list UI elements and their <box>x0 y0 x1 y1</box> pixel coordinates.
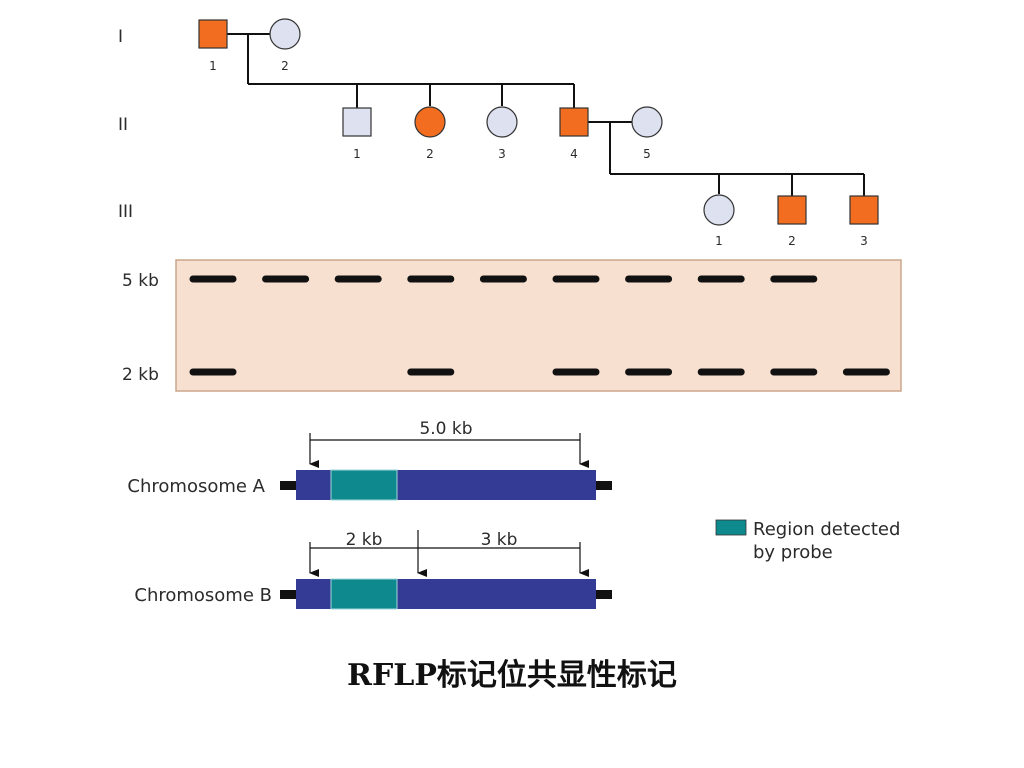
male-affected-ii4 <box>559 107 589 137</box>
pedigree-id-ii1: 1 <box>353 147 361 161</box>
chromosome-b-right-end <box>596 590 612 599</box>
pedigree: I II III 1 2 1 2 3 <box>118 18 879 248</box>
female-unaffected-ii3 <box>486 106 518 138</box>
pedigree-id-ii3: 3 <box>498 147 506 161</box>
generation-label-i: I <box>118 27 123 47</box>
pedigree-id-i2: 2 <box>281 59 289 73</box>
legend-line1: Region detected <box>753 519 900 540</box>
slide-title: RFLP标记位共显性标记 <box>347 658 677 693</box>
male-affected-iii3 <box>849 195 879 225</box>
band-label-2kb: 2 kb <box>122 365 159 385</box>
span-label-a: 5.0 kb <box>419 419 472 439</box>
chromosome-b-group: 2 kb 3 kb Chromosome B <box>134 530 612 610</box>
gel: 5 kb 2 kb <box>122 259 902 392</box>
chromosome-a-probe-region <box>330 469 398 501</box>
male-affected-i1 <box>198 19 228 49</box>
gel-bands <box>189 275 890 376</box>
legend: Region detected by probe <box>715 519 900 563</box>
pedigree-lines <box>227 33 865 196</box>
span-label-b1: 2 kb <box>346 530 383 550</box>
chromosome-b-left-end <box>280 590 296 599</box>
pedigree-id-iii3: 3 <box>860 234 868 248</box>
legend-swatch <box>715 519 747 536</box>
chromosome-a-left-end <box>280 481 296 490</box>
male-unaffected-ii1 <box>342 107 372 137</box>
female-unaffected-ii5 <box>631 106 663 138</box>
female-unaffected-iii1 <box>703 194 735 226</box>
pedigree-id-iii1: 1 <box>715 234 723 248</box>
chromosome-a-label: Chromosome A <box>127 476 265 497</box>
pedigree-id-i1: 1 <box>209 59 217 73</box>
female-affected-ii2 <box>414 106 446 138</box>
chromosome-b-label: Chromosome B <box>134 585 272 606</box>
pedigree-id-ii2: 2 <box>426 147 434 161</box>
chromosome-b-probe-region <box>330 578 398 610</box>
span-label-b2: 3 kb <box>481 530 518 550</box>
generation-label-iii: III <box>118 202 133 222</box>
chromosome-a-right-end <box>596 481 612 490</box>
chromosome-a-group: 5.0 kb Chromosome A <box>127 419 612 501</box>
legend-line2: by probe <box>753 542 833 563</box>
generation-label-ii: II <box>118 115 128 135</box>
band-label-5kb: 5 kb <box>122 271 159 291</box>
pedigree-id-iii2: 2 <box>788 234 796 248</box>
pedigree-id-ii5: 5 <box>643 147 651 161</box>
male-affected-iii2 <box>777 195 807 225</box>
female-unaffected-i2 <box>269 18 301 50</box>
pedigree-id-ii4: 4 <box>570 147 578 161</box>
